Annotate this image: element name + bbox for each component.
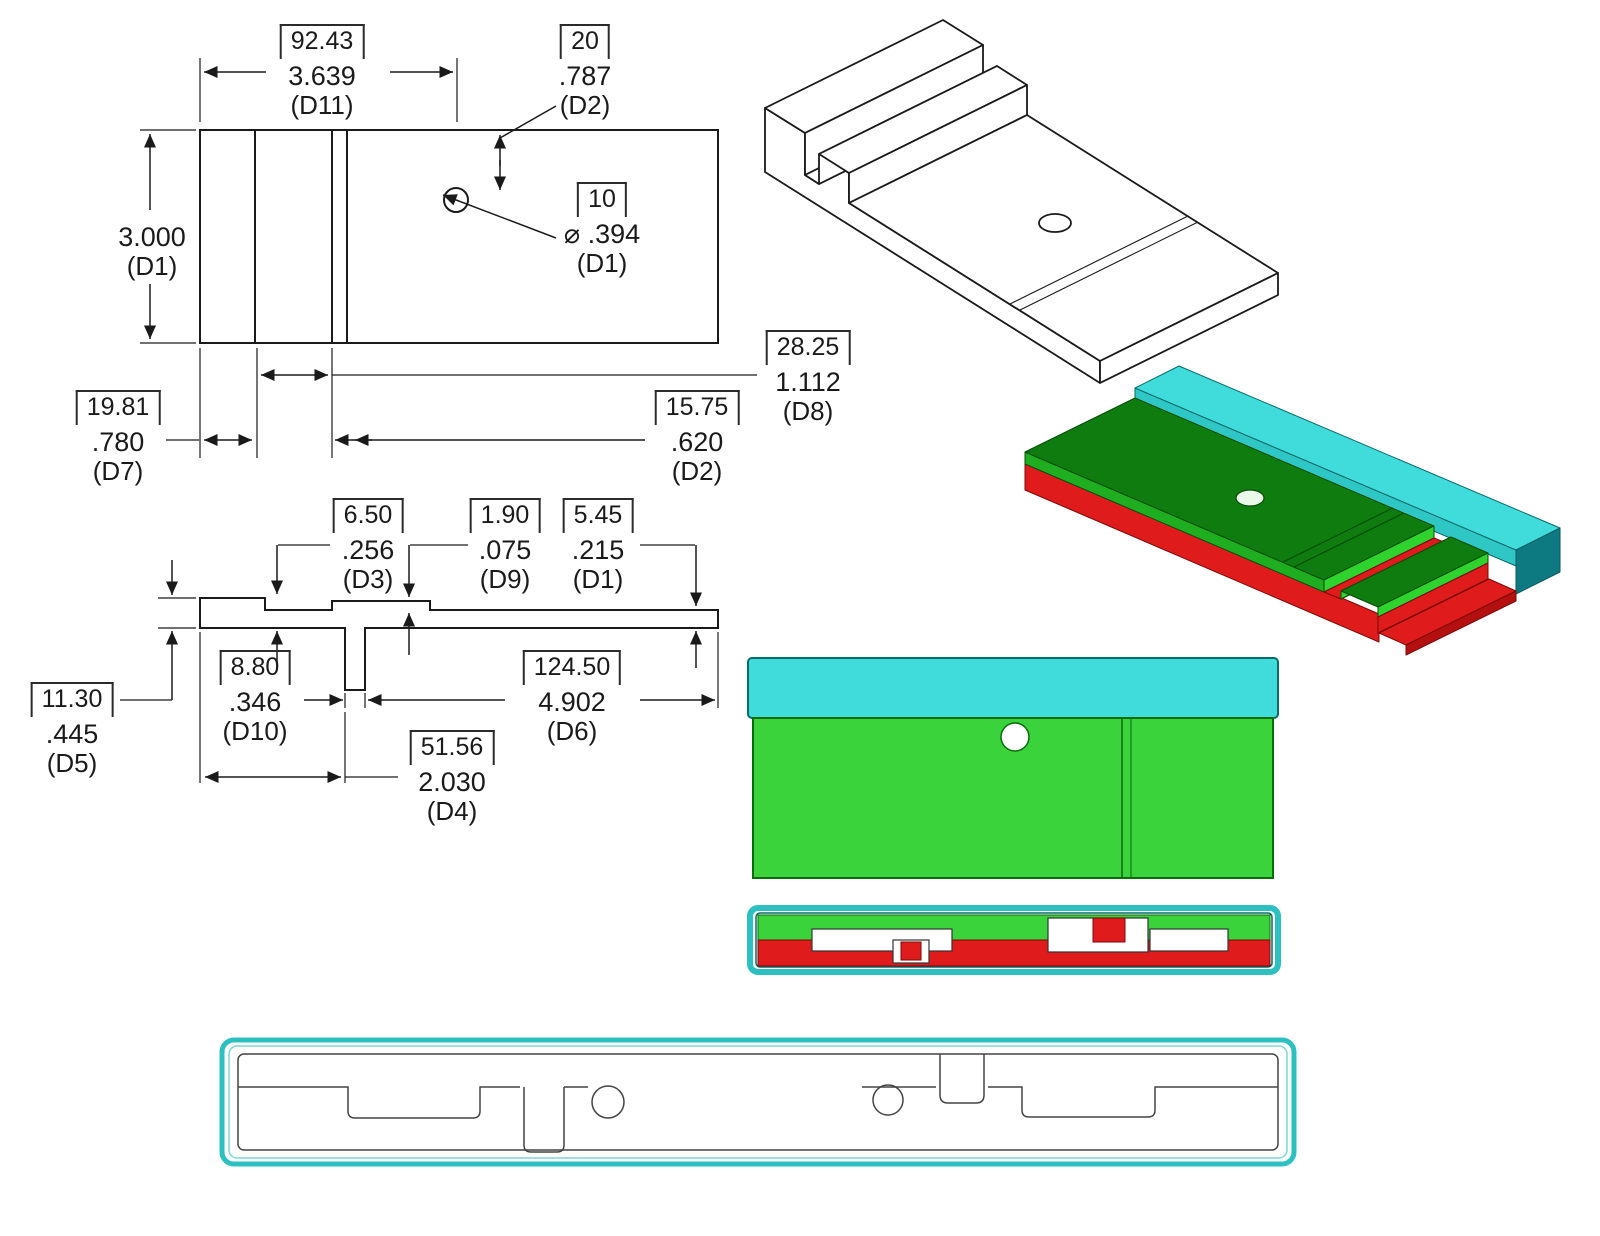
dim-ref: (D11)	[290, 90, 354, 121]
metric-value: 15.75	[654, 390, 740, 425]
inch-value: .346	[228, 687, 282, 717]
dim-ref: (D2)	[559, 90, 611, 121]
section-color-view	[747, 905, 1281, 975]
inch-value: 3.000	[118, 222, 186, 252]
metric-value: 19.81	[75, 390, 161, 425]
dim-ref: (D1)	[126, 251, 178, 282]
dim-ref: (D8)	[782, 396, 834, 427]
hole-iso-wireframe	[1038, 213, 1072, 233]
dim-ref: (D6)	[546, 716, 598, 747]
dimension-d2-top: 20 .787 (D2)	[558, 24, 612, 121]
dim-ref: (D3)	[342, 564, 394, 595]
dim-ref: (D2)	[671, 456, 723, 487]
dimension-d5: 11.30 .445 (D5)	[30, 682, 114, 779]
inch-value: 3.639	[288, 61, 356, 91]
front-cyan-cap	[747, 657, 1279, 719]
dimension-d11: 92.43 3.639 (D11)	[279, 24, 365, 121]
inch-value: 1.112	[775, 367, 841, 397]
dimension-d4: 51.56 2.030 (D4)	[409, 730, 495, 827]
section-profile	[199, 597, 719, 691]
metric-value: 124.50	[522, 650, 622, 685]
dim-ref: (D1)	[572, 564, 624, 595]
dimension-d8: 28.25 1.112 (D8)	[765, 330, 851, 427]
dimension-d2-bottom: 15.75 .620 (D2)	[654, 390, 740, 487]
metric-value: 8.80	[219, 650, 291, 685]
dimension-d10: 8.80 .346 (D10)	[219, 650, 291, 747]
inch-value: .215	[571, 535, 625, 565]
dim-ref: (D9)	[479, 564, 531, 595]
metric-value: 11.30	[30, 682, 114, 717]
inch-value: .780	[91, 427, 145, 457]
dim-ref: (D5)	[46, 748, 98, 779]
dimension-d1-height: 3.000 (D1)	[118, 220, 186, 281]
inch-value: .256	[341, 535, 395, 565]
hole-front	[1000, 722, 1030, 752]
dim-ref: (D7)	[92, 456, 144, 487]
inch-value: .075	[478, 535, 532, 565]
metric-value: 1.90	[469, 498, 541, 533]
metric-value: 5.45	[562, 498, 634, 533]
dimension-d1-hole: 10 ⌀ .394 (D1)	[564, 182, 640, 278]
bottom-wireframe-view	[219, 1037, 1297, 1167]
inch-value: .620	[670, 427, 724, 457]
dim-ref: (D1)	[576, 248, 628, 279]
dim-ref: (D4)	[426, 796, 478, 827]
inch-value: 4.902	[538, 687, 606, 717]
plate-outline	[199, 129, 719, 344]
dimension-d1-side: 5.45 .215 (D1)	[562, 498, 634, 595]
iso-color-view	[1024, 365, 1561, 656]
dimension-d7: 19.81 .780 (D7)	[75, 390, 161, 487]
metric-value: 28.25	[765, 330, 851, 365]
dimension-d3: 6.50 .256 (D3)	[332, 498, 404, 595]
metric-value: 20	[560, 24, 610, 59]
section-view-drawing	[120, 544, 719, 783]
hole-iso-color	[1235, 489, 1265, 507]
dimension-d6: 124.50 4.902 (D6)	[522, 650, 622, 747]
top-view-drawing	[140, 58, 757, 458]
front-color-view	[747, 657, 1279, 879]
metric-value: 6.50	[332, 498, 404, 533]
metric-value: 51.56	[409, 730, 495, 765]
inch-value: .787	[558, 61, 612, 91]
inch-value: 2.030	[418, 767, 486, 797]
metric-value: 92.43	[279, 24, 365, 59]
iso-wireframe-view	[764, 19, 1279, 384]
inch-value: .445	[45, 719, 99, 749]
dim-ref: (D10)	[222, 716, 288, 747]
inch-value: ⌀ .394	[563, 219, 641, 249]
dimension-d9: 1.90 .075 (D9)	[469, 498, 541, 595]
metric-value: 10	[577, 182, 627, 217]
